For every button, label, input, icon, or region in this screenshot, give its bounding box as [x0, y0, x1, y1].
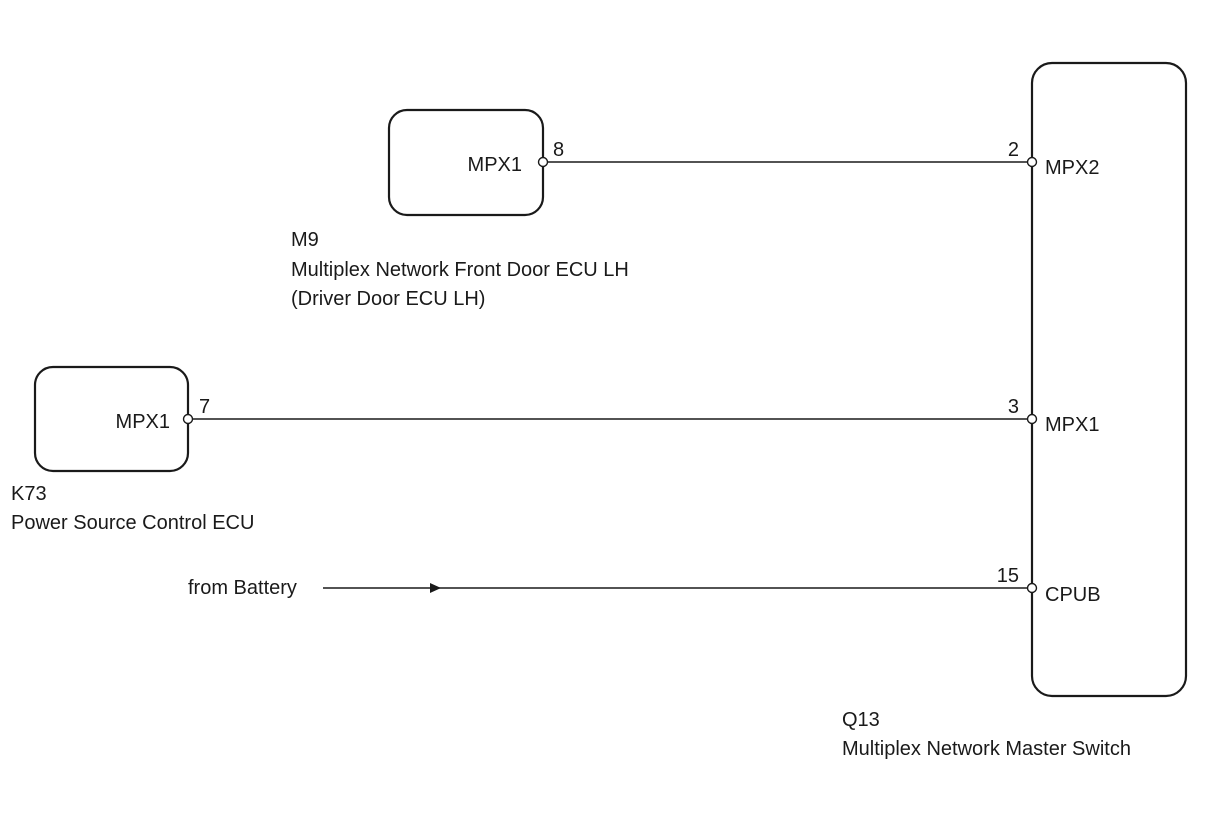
q13-pin-number-cpub: 15 — [997, 565, 1019, 587]
k73-pin-number: 7 — [199, 396, 210, 418]
q13-pin-number-mpx1: 3 — [1008, 396, 1019, 418]
q13-pin-number-mpx2: 2 — [1008, 139, 1019, 161]
k73-component-name: Power Source Control ECU — [11, 512, 254, 534]
m9-terminal-label: MPX1 — [468, 154, 522, 176]
m9-pin-number: 8 — [553, 139, 564, 161]
q13-pin-15-terminal — [1026, 582, 1038, 594]
q13-terminal-label-mpx2: MPX2 — [1045, 157, 1099, 179]
q13-component-code: Q13 — [842, 709, 880, 731]
k73-pin-7-terminal — [182, 413, 194, 425]
battery-source-label: from Battery — [188, 577, 297, 599]
q13-pin-3-terminal — [1026, 413, 1038, 425]
q13-component-box — [1030, 61, 1188, 698]
q13-terminal-label-mpx1: MPX1 — [1045, 414, 1099, 436]
q13-pin-2-terminal — [1026, 156, 1038, 168]
k73-terminal-label: MPX1 — [116, 411, 170, 433]
q13-terminal-label-cpub: CPUB — [1045, 584, 1101, 606]
m9-pin-8-terminal — [537, 156, 549, 168]
m9-component-name: Multiplex Network Front Door ECU LH — [291, 259, 629, 281]
q13-component-name: Multiplex Network Master Switch — [842, 738, 1131, 760]
m9-component-code: M9 — [291, 229, 319, 251]
k73-component-code: K73 — [11, 483, 47, 505]
m9-component-subname: (Driver Door ECU LH) — [291, 288, 485, 310]
current-direction-arrow-icon — [430, 583, 441, 593]
